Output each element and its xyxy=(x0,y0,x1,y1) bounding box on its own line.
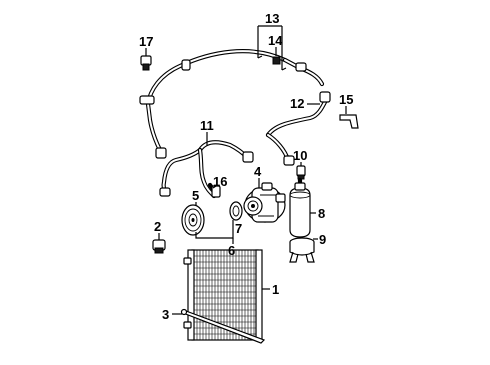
callout-14: 14 xyxy=(268,33,283,48)
callout-8: 8 xyxy=(318,206,325,221)
callout-15: 15 xyxy=(339,92,353,107)
callout-17: 17 xyxy=(139,34,153,49)
suction-hose-assembly xyxy=(139,49,325,159)
drier-bracket-9 xyxy=(289,237,315,263)
callout-1: 1 xyxy=(272,282,279,297)
callout-13: 13 xyxy=(265,11,279,26)
part-15-bracket xyxy=(339,114,359,129)
clutch-plate-7 xyxy=(229,201,243,221)
callout-6: 6 xyxy=(228,243,235,258)
callout-2: 2 xyxy=(154,219,161,234)
receiver-drier-8 xyxy=(289,177,311,238)
part-10-switch xyxy=(296,165,306,180)
part-2-valve xyxy=(152,239,166,254)
condenser-fins xyxy=(194,250,256,340)
callout-9: 9 xyxy=(319,232,326,247)
callout-10: 10 xyxy=(293,148,307,163)
callout-4: 4 xyxy=(254,164,262,179)
callout-5: 5 xyxy=(192,188,199,203)
hose-12-assembly xyxy=(265,91,331,166)
clutch-pulley-5 xyxy=(181,204,205,236)
compressor-4 xyxy=(243,182,286,223)
leader-lines xyxy=(145,25,347,315)
callout-3: 3 xyxy=(162,307,169,322)
callout-11: 11 xyxy=(200,118,214,133)
callout-labels: 13 14 17 15 12 11 10 16 4 5 7 6 8 9 2 1 … xyxy=(139,11,353,322)
callout-12: 12 xyxy=(290,96,304,111)
seal-strip-3 xyxy=(180,308,266,344)
callout-16: 16 xyxy=(213,174,227,189)
discharge-hose-11 xyxy=(159,140,254,199)
callout-7: 7 xyxy=(235,221,242,236)
part-14-fitting xyxy=(272,56,281,65)
part-17-switch xyxy=(140,55,152,71)
